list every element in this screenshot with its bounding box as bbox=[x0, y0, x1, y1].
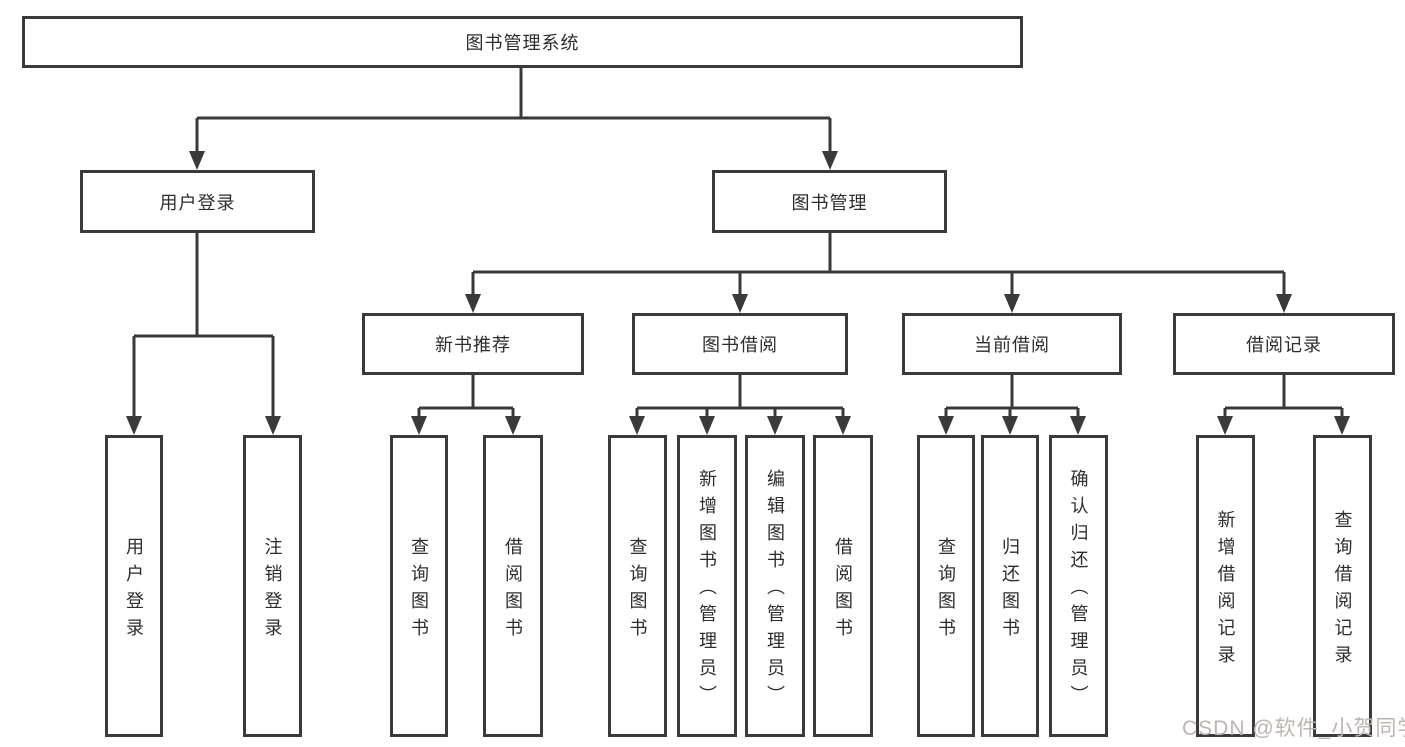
node-leaf-query-book-1: 查询图书 bbox=[390, 435, 448, 737]
node-book-management: 图书管理 bbox=[712, 170, 947, 233]
node-label: 查询图书 bbox=[409, 536, 429, 645]
node-leaf-query-borrow-record: 查询借阅记录 bbox=[1313, 435, 1372, 737]
node-user-login-module: 用户登录 bbox=[80, 170, 315, 233]
node-leaf-return-book: 归还图书 bbox=[981, 435, 1039, 737]
node-label: 新增图书（管理员） bbox=[697, 469, 717, 712]
node-borrow-records: 借阅记录 bbox=[1173, 313, 1395, 375]
node-label: 借阅图书 bbox=[503, 536, 523, 645]
node-leaf-borrow-book-2: 借阅图书 bbox=[813, 435, 873, 737]
node-label: 借阅记录 bbox=[1246, 335, 1322, 355]
node-root-system: 图书管理系统 bbox=[22, 16, 1023, 68]
node-label: 新增借阅记录 bbox=[1215, 509, 1236, 672]
node-leaf-logout: 注销登录 bbox=[243, 435, 302, 737]
node-label: 图书管理 bbox=[791, 192, 868, 213]
node-label: 新书推荐 bbox=[435, 335, 511, 355]
node-label: 查询借阅记录 bbox=[1332, 509, 1353, 672]
node-label: 图书管理系统 bbox=[465, 33, 580, 53]
node-leaf-query-book-3: 查询图书 bbox=[917, 435, 975, 737]
node-book-borrow: 图书借阅 bbox=[632, 313, 848, 375]
node-new-book-recommend: 新书推荐 bbox=[362, 313, 584, 375]
node-label: 图书借阅 bbox=[702, 335, 778, 355]
node-label: 当前借阅 bbox=[974, 335, 1050, 355]
node-leaf-edit-book-admin: 编辑图书（管理员） bbox=[745, 435, 805, 737]
node-label: 查询图书 bbox=[627, 536, 648, 645]
node-leaf-confirm-return-admin: 确认归还（管理员） bbox=[1049, 435, 1108, 737]
node-current-borrow: 当前借阅 bbox=[902, 313, 1122, 375]
node-leaf-add-borrow-record: 新增借阅记录 bbox=[1196, 435, 1255, 737]
node-label: 归还图书 bbox=[1000, 536, 1020, 645]
node-leaf-query-book-2: 查询图书 bbox=[608, 435, 667, 737]
node-label: 用户登录 bbox=[159, 192, 236, 213]
watermark: CSDN @软件_小贺同学 bbox=[1182, 717, 1405, 740]
node-label: 查询图书 bbox=[936, 536, 956, 645]
node-label: 确认归还（管理员） bbox=[1068, 469, 1089, 712]
node-label: 借阅图书 bbox=[833, 536, 853, 645]
node-leaf-user-login: 用户登录 bbox=[105, 435, 163, 737]
node-label: 编辑图书（管理员） bbox=[765, 469, 785, 712]
node-leaf-add-book-admin: 新增图书（管理员） bbox=[677, 435, 737, 737]
node-leaf-borrow-book-1: 借阅图书 bbox=[483, 435, 543, 737]
node-label: 注销登录 bbox=[262, 536, 283, 645]
node-label: 用户登录 bbox=[124, 536, 144, 645]
